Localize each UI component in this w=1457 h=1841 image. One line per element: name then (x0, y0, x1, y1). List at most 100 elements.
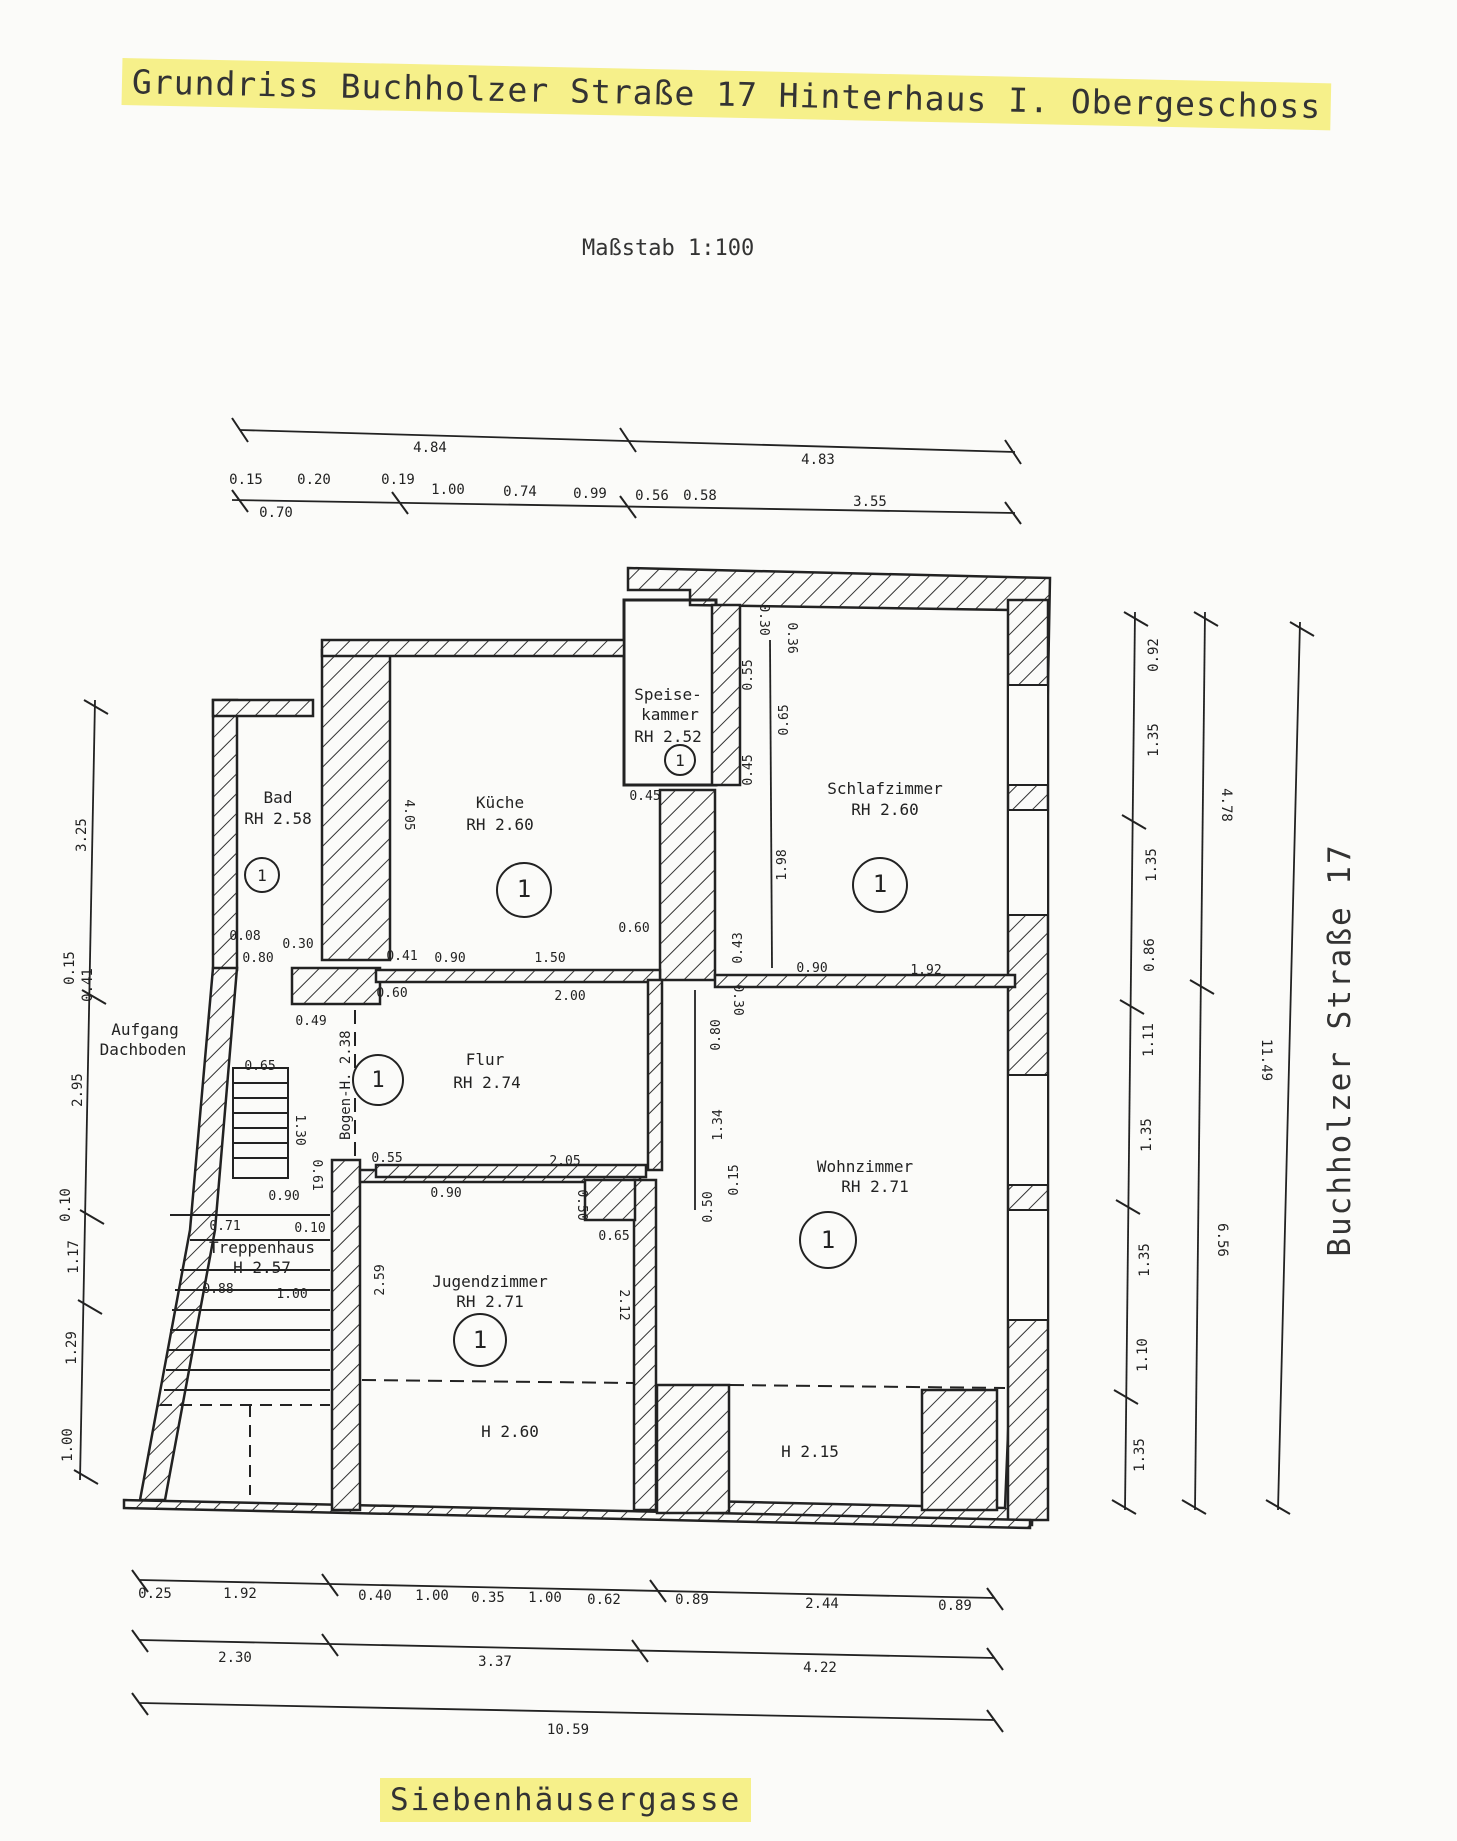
dim-left-7: 1.00 (60, 1428, 76, 1462)
room-treppe-name: Treppenhaus (209, 1238, 315, 1257)
room-kueche-height: RH 2.60 (466, 815, 533, 834)
dimension-ticks (73, 417, 1315, 1733)
unit-circle-schlaf (852, 857, 908, 913)
dim-bot-1-6: 0.62 (587, 1592, 621, 1608)
unit-jugend: 1 (473, 1326, 487, 1354)
dim-bot-2-0: 2.30 (218, 1650, 252, 1666)
dim-right-1-6: 1.35 (1137, 1243, 1153, 1277)
dim-right-2-0: 4.78 (1218, 788, 1234, 822)
windows (1007, 684, 1049, 1321)
dim-inner-26: 2.12 (616, 1289, 631, 1320)
room-treppe-height: H 2.57 (233, 1258, 291, 1277)
wall-flur-top (374, 968, 662, 984)
stairs-dachboden (232, 1067, 289, 1179)
dim-inner-24: 1.00 (276, 1287, 307, 1302)
dim-right-1-3: 0.86 (1142, 938, 1158, 972)
dim-inner-11: 0.49 (295, 1014, 326, 1029)
dim-top-2-8: 0.58 (683, 488, 717, 504)
dim-inner-20: 0.65 (598, 1229, 629, 1244)
dim-right-1-0: 0.92 (1146, 638, 1162, 672)
dim-inner-30: 0.65 (777, 704, 792, 735)
dim-top: 4.84 4.83 0.15 0.70 0.20 0.19 1.00 0.74 … (229, 440, 887, 521)
room-jugend-name: Jugendzimmer (432, 1272, 548, 1291)
dimension-lines (79, 429, 1301, 1721)
unit-schlaf: 1 (873, 870, 887, 898)
dim-inner-6: 0.41 (386, 949, 417, 964)
dim-inner-14: 0.61 (309, 1159, 324, 1190)
unit-flur: 1 (371, 1068, 384, 1093)
dim-right-1-8: 1.35 (1132, 1438, 1148, 1472)
unit-bad: 1 (257, 866, 267, 885)
dim-inner-17: 0.90 (268, 1189, 299, 1204)
room-wohn-height: RH 2.71 (841, 1177, 908, 1196)
unit-wohn: 1 (821, 1226, 835, 1254)
dim-inner-38: 1.34 (711, 1109, 726, 1140)
dim-top-1-0: 4.84 (413, 440, 447, 456)
dim-inner-35: 1.92 (910, 963, 941, 978)
wall-kueche-left (320, 648, 392, 962)
dim-bot-1-9: 0.89 (938, 1598, 972, 1614)
unit-circle-speise (664, 744, 696, 776)
dim-left-0: 3.25 (74, 818, 90, 852)
dim-inner-1: 0.45 (629, 789, 660, 804)
wall-jugend-right (632, 1178, 658, 1512)
room-labels: Bad RH 2.58 1 Küche RH 2.60 1 Speise- ka… (100, 685, 944, 1461)
dim-inner-18: 0.90 (430, 1186, 461, 1201)
wall-wohn-block-left (655, 1383, 731, 1515)
unit-circle-jugend (453, 1313, 507, 1367)
dim-top-2-2: 0.20 (297, 472, 331, 488)
dim-inner-3: 0.08 (229, 929, 260, 944)
dim-bot-1-0: 0.25 (138, 1586, 172, 1602)
unit-circle-wohn (799, 1211, 857, 1269)
room-jugend-height: RH 2.71 (456, 1292, 523, 1311)
dim-inner-19: 0.50 (574, 1189, 589, 1220)
room-speise-name2: kammer (641, 705, 699, 724)
dim-inner-34: 0.90 (796, 961, 827, 976)
wall-jugend-notch (583, 1178, 637, 1222)
dim-bot-1-7: 0.89 (675, 1592, 709, 1608)
dim-bot-total: 10.59 (547, 1722, 589, 1738)
dim-inner-31: 0.45 (741, 754, 756, 785)
dim-inner-9: 0.60 (376, 986, 407, 1001)
dim-inner-27: 0.30 (756, 604, 771, 635)
dim-right-2-1: 6.56 (1214, 1223, 1230, 1257)
dim-inner-10: 2.00 (554, 989, 585, 1004)
dim-top-2-4: 1.00 (431, 482, 465, 498)
dim-bot-1-2: 0.40 (358, 1588, 392, 1604)
dim-inner-4: 0.30 (282, 937, 313, 952)
dim-inner: 4.05 0.45 0.60 0.08 0.30 0.80 0.41 0.90 … (202, 604, 941, 1320)
dim-inner-15: 0.55 (371, 1151, 402, 1166)
dim-top-1-1: 4.83 (801, 452, 835, 468)
room-bad-height: RH 2.58 (244, 809, 311, 828)
room-bad-name: Bad (264, 788, 293, 807)
room-wohn-name: Wohnzimmer (817, 1157, 914, 1176)
height-jugend-low: H 2.60 (481, 1422, 539, 1441)
dim-right-1-1: 1.35 (1146, 723, 1162, 757)
dim-inner-21: 0.71 (209, 1219, 240, 1234)
unit-speise: 1 (675, 751, 685, 770)
window-2 (1007, 809, 1049, 916)
room-flur-height: RH 2.74 (453, 1073, 520, 1092)
height-wohn-low: H 2.15 (781, 1442, 839, 1461)
wall-bad-bottom (290, 966, 382, 1006)
dim-left-1: 0.15 (62, 951, 78, 985)
wall-flur-bottom (374, 1163, 648, 1179)
dim-bot-1-1: 1.92 (223, 1586, 257, 1602)
dim-inner-25: 2.59 (373, 1264, 388, 1295)
wall-mid-vertical (658, 788, 717, 982)
dim-right-total: 11.49 (1258, 1039, 1274, 1081)
walls (122, 566, 1052, 1530)
dim-right-1-7: 1.10 (1135, 1338, 1151, 1372)
dim-left-3: 2.95 (70, 1073, 86, 1107)
dim-top-2-9: 3.55 (853, 494, 887, 510)
dim-inner-8: 1.50 (534, 951, 565, 966)
dim-left-2: 0.41 (80, 968, 96, 1002)
unit-circle-kueche (496, 862, 552, 918)
dim-inner-40: 0.15 (727, 1164, 742, 1195)
dim-left-5: 1.17 (66, 1240, 82, 1274)
dim-bot-2-2: 4.22 (803, 1660, 837, 1676)
dim-bot-1-8: 2.44 (805, 1596, 839, 1612)
wall-wohn-block-right (920, 1388, 999, 1512)
window-1 (1007, 684, 1049, 786)
